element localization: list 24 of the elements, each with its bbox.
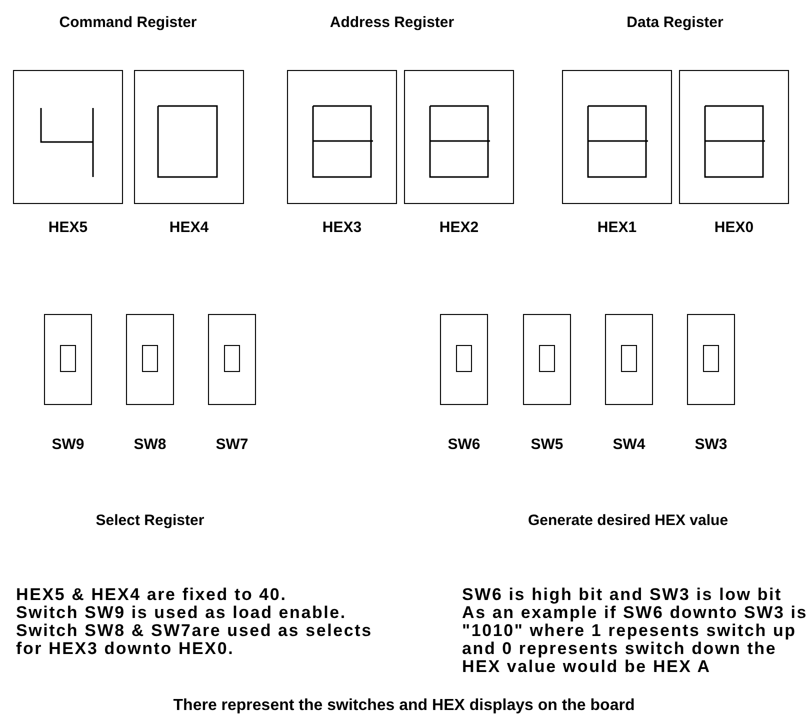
switch-label: SW3 [694, 436, 728, 453]
caption: There represent the switches and HEX displays on the board [172, 697, 636, 715]
group-heading: Address Register [328, 14, 456, 32]
switch-label: SW7 [214, 436, 250, 453]
switch-label: SW5 [530, 436, 564, 453]
switch-label: SW8 [132, 436, 168, 453]
note-text: SW6 is high bit and SW3 is low bit [462, 586, 783, 604]
section-heading: Generate desired HEX value [526, 512, 730, 530]
switch-label: SW6 [446, 436, 482, 453]
group-heading: Command Register [58, 14, 198, 32]
switch-label: SW4 [612, 436, 646, 453]
display-label: HEX4 [168, 219, 210, 236]
display-label: HEX3 [321, 219, 363, 236]
display-label: HEX2 [438, 219, 480, 236]
display-label: HEX0 [713, 219, 755, 236]
switch-label: SW9 [50, 436, 86, 453]
display-label: HEX1 [596, 219, 638, 236]
display-label: HEX5 [47, 219, 89, 236]
section-heading: Select Register [94, 512, 206, 530]
note-text: Switch SW9 is used as load enable. [16, 604, 348, 622]
note-text: Switch SW8 & SW7are used as selects for HEX3 downto HEX0. [16, 622, 374, 658]
note-text: As an example if SW6 downto SW3 is "1010" where 1 repesents switch up and 0 represents switch down the HEX value would be HEX A [462, 604, 808, 676]
group-heading: Data Register [626, 14, 724, 32]
note-text: HEX5 & HEX4 are fixed to 40. [16, 586, 288, 604]
